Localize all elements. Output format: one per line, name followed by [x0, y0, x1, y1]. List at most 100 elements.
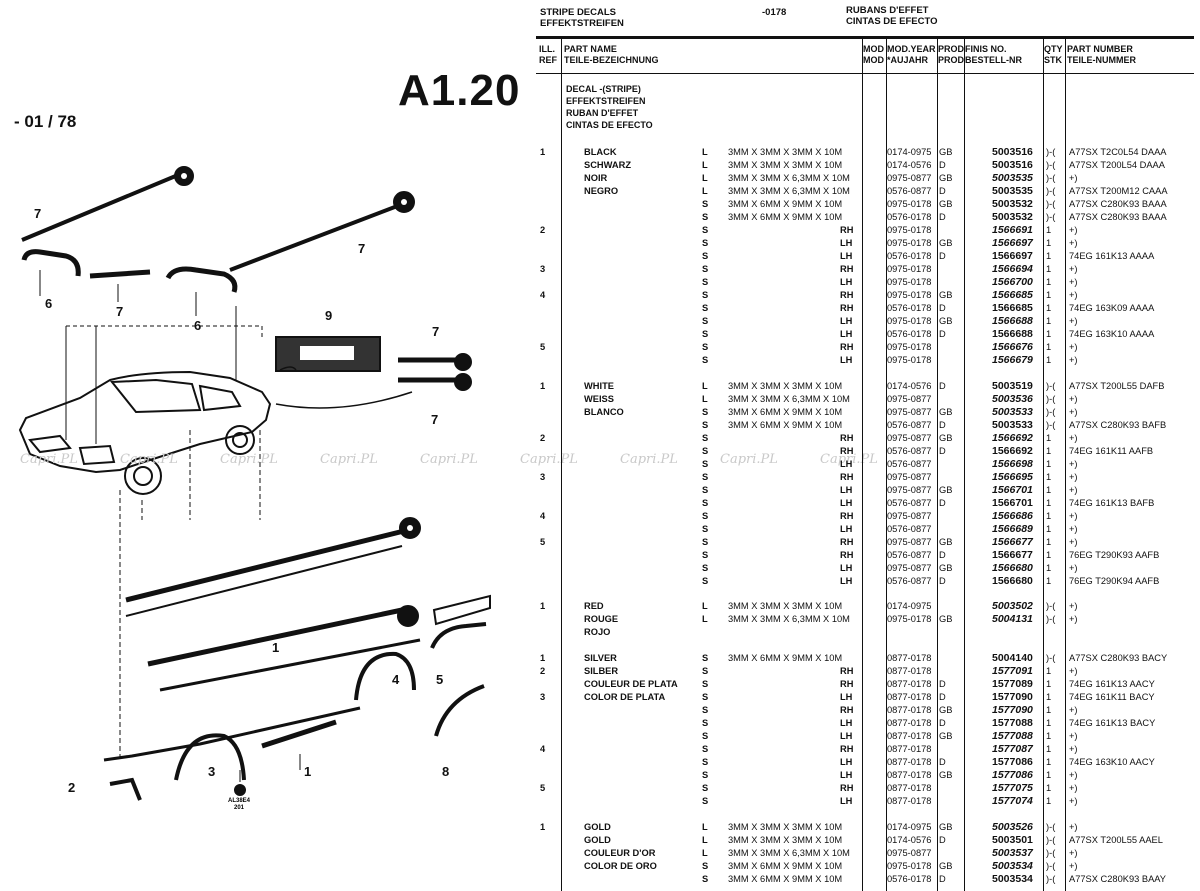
cell-finis: 5003536 [992, 393, 1033, 405]
cell-prod: D [939, 446, 946, 456]
cell-part: A77SX T2C0L54 DAAA [1069, 147, 1167, 157]
cell-finis: 1566701 [992, 484, 1033, 496]
cell-name: BLACK [584, 147, 617, 157]
cell-ls: S [702, 407, 709, 417]
cell-spec: 3MM X 6MM X 9MM X 10M [728, 874, 843, 884]
cell-side: LH [840, 485, 853, 495]
watermark: Capri.PL [520, 452, 578, 467]
callout-3: 3 [208, 764, 215, 779]
cell-year: 0174-0576 [887, 381, 932, 391]
cell-prod: D [939, 420, 946, 430]
cell-year: 0975-0877 [887, 173, 932, 183]
cell-finis: 1577089 [992, 678, 1033, 690]
cell-finis: 1566688 [992, 328, 1033, 340]
cell-ls: S [702, 264, 709, 274]
cell-year: 0975-0178 [887, 199, 932, 209]
cell-name: SILBER [584, 666, 619, 676]
cell-prod: GB [939, 705, 953, 715]
cell-qty: 1 [1046, 563, 1052, 573]
cell-qty: 1 [1046, 290, 1052, 300]
cell-finis: 1566697 [992, 250, 1033, 262]
cell-part: +) [1069, 666, 1078, 676]
cell-side: RH [840, 783, 854, 793]
cell-ls: S [702, 316, 709, 326]
col-header-year: MOD.YEAR*AUJAHR [887, 44, 936, 65]
cell-spec: 3MM X 3MM X 3MM X 10M [728, 381, 843, 391]
cell-finis: 5003534 [992, 873, 1033, 885]
cell-ls: S [702, 251, 709, 261]
cell-prod: GB [939, 822, 953, 832]
cell-finis: 5003537 [992, 847, 1033, 859]
cell-qty: )-( [1046, 394, 1056, 404]
cell-ls: S [702, 537, 709, 547]
cell-prod: D [939, 381, 946, 391]
cell-finis: 5003502 [992, 600, 1033, 612]
cell-year: 0975-0178 [887, 225, 932, 235]
cell-prod: D [939, 186, 946, 196]
cell-name: COULEUR DE PLATA [584, 679, 678, 689]
cell-ls: S [702, 355, 709, 365]
desc-en: DECAL -(STRIPE) [566, 84, 641, 94]
cell-spec: 3MM X 3MM X 3MM X 10M [728, 822, 843, 832]
cell-year: 0975-0178 [887, 290, 932, 300]
cell-side: RH [840, 744, 854, 754]
cell-ill: 2 [540, 666, 546, 676]
cell-ls: S [702, 692, 709, 702]
cell-qty: 1 [1046, 303, 1052, 313]
cell-finis: 1566685 [992, 289, 1033, 301]
cell-qty: )-( [1046, 381, 1056, 391]
cell-finis: 1577088 [992, 730, 1033, 742]
cell-ls: L [702, 601, 708, 611]
cell-qty: 1 [1046, 498, 1052, 508]
cell-side: RH [840, 342, 854, 352]
col-divider [937, 38, 938, 891]
cell-ill: 4 [540, 744, 546, 754]
cell-year: 0975-0877 [887, 537, 932, 547]
cell-qty: 1 [1046, 537, 1052, 547]
callout-7b: 7 [358, 241, 365, 256]
cell-side: RH [840, 666, 854, 676]
cell-ls: S [702, 783, 709, 793]
cell-side: LH [840, 498, 853, 508]
cell-year: 0576-0877 [887, 524, 932, 534]
cell-ls: S [702, 485, 709, 495]
cell-qty: 1 [1046, 705, 1052, 715]
cell-qty: 1 [1046, 576, 1052, 586]
cell-ls: L [702, 835, 708, 845]
cell-year: 0975-0178 [887, 238, 932, 248]
cell-year: 0975-0877 [887, 485, 932, 495]
cell-prod: D [939, 498, 946, 508]
cell-qty: 1 [1046, 329, 1052, 339]
cell-part: +) [1069, 277, 1078, 287]
cell-finis: 1566692 [992, 445, 1033, 457]
cell-part: 74EG 161K11 AAFB [1069, 446, 1154, 456]
cell-prod: D [939, 329, 946, 339]
cell-finis: 1566689 [992, 523, 1033, 535]
cell-part: 74EG 161K13 BAFB [1069, 498, 1155, 508]
cell-ls: S [702, 718, 709, 728]
cell-qty: )-( [1046, 835, 1056, 845]
cell-year: 0877-0178 [887, 757, 932, 767]
cell-ls: S [702, 511, 709, 521]
cell-side: LH [840, 316, 853, 326]
cell-side: LH [840, 355, 853, 365]
cell-part: +) [1069, 705, 1078, 715]
cell-prod: GB [939, 199, 953, 209]
cell-name: ROJO [584, 627, 611, 637]
cell-prod: D [939, 160, 946, 170]
cell-qty: )-( [1046, 861, 1056, 871]
cell-qty: )-( [1046, 874, 1056, 884]
cell-finis: 1577086 [992, 756, 1033, 768]
cell-spec: 3MM X 6MM X 9MM X 10M [728, 407, 843, 417]
cell-spec: 3MM X 3MM X 6,3MM X 10M [728, 848, 850, 858]
cell-side: LH [840, 238, 853, 248]
cell-part: 74EG 161K13 AAAA [1069, 251, 1155, 261]
callout-numbers: 7 7 6 7 6 9 7 7 1 4 5 2 3 1 8 [34, 206, 449, 795]
cell-year: 0877-0178 [887, 770, 932, 780]
cell-part: 74EG 163K10 AAAA [1069, 329, 1155, 339]
cell-year: 0174-0975 [887, 147, 932, 157]
cell-part: +) [1069, 563, 1078, 573]
cell-prod: GB [939, 563, 953, 573]
cell-year: 0174-0576 [887, 160, 932, 170]
